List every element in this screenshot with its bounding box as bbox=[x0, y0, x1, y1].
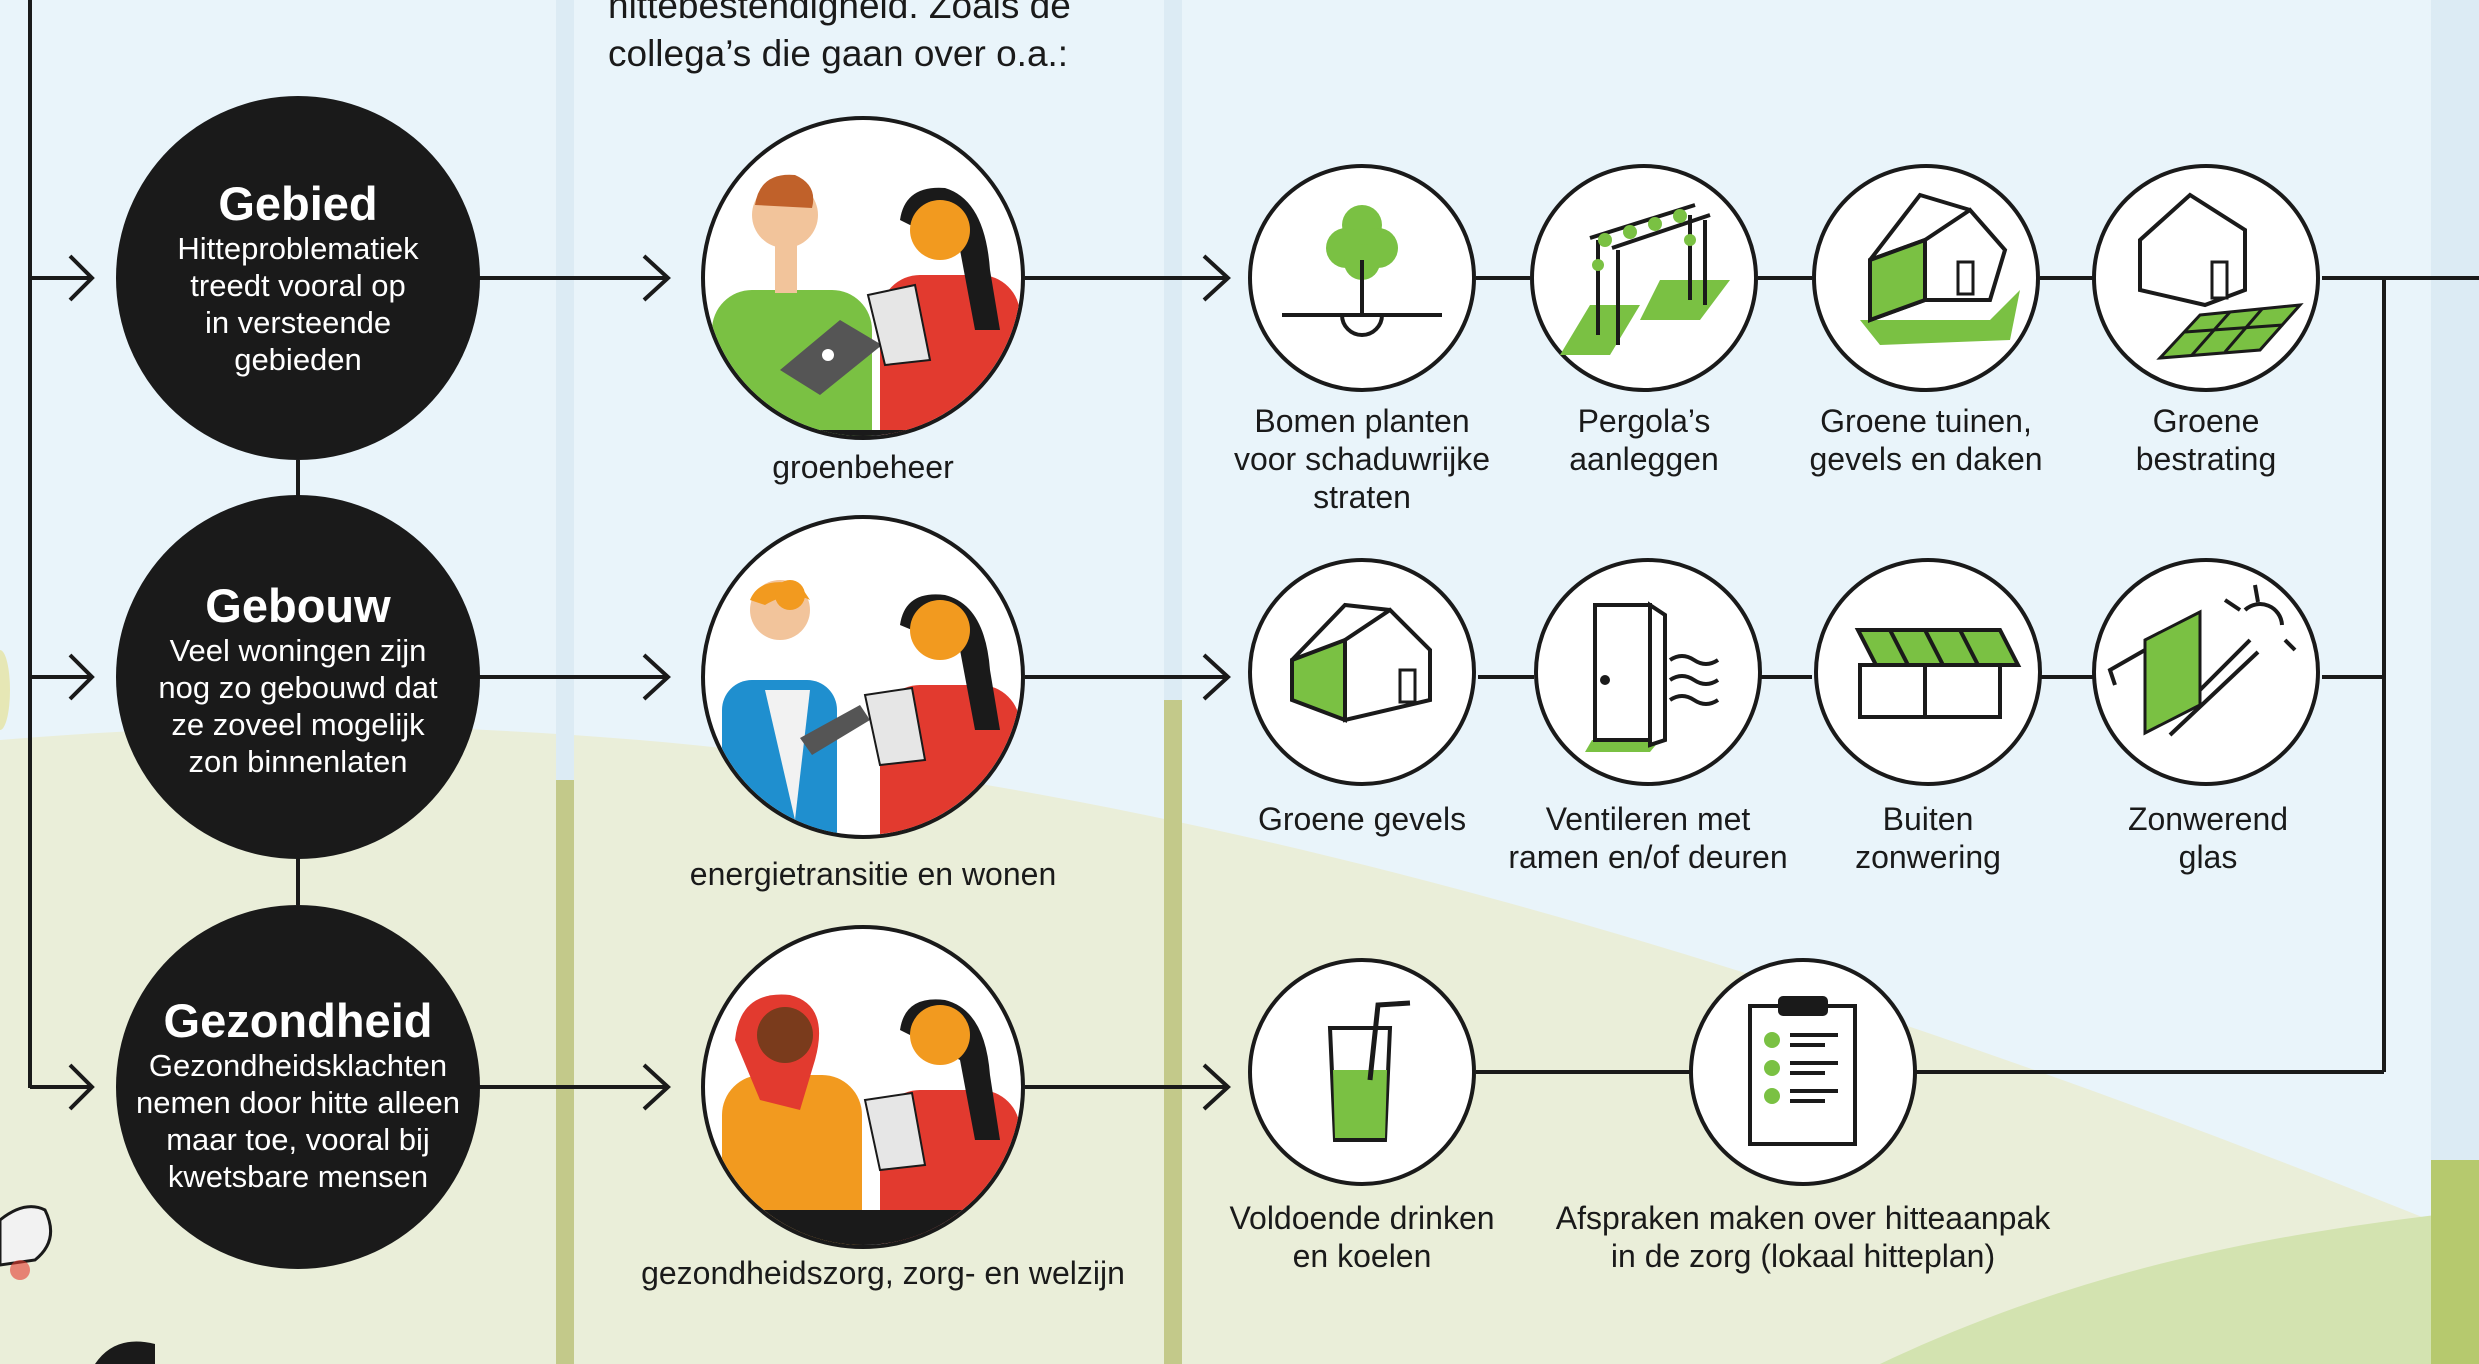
problem-gezondheid: Gezondheid Gezondheidsklachten nemen doo… bbox=[118, 995, 478, 1195]
problem-line: gebieden bbox=[234, 342, 362, 377]
measure-line: Ventileren met bbox=[1545, 801, 1751, 837]
problem-circle-gebouw bbox=[116, 495, 480, 859]
measure-line: voor schaduwrijke bbox=[1233, 441, 1491, 477]
colleague-groenbeheer-illustration bbox=[701, 116, 1025, 440]
colleague-label-energietransitie: energietransitie en wonen bbox=[689, 856, 1057, 892]
measure-line: en koelen bbox=[1292, 1238, 1432, 1274]
grass-area bbox=[1880, 1210, 2479, 1364]
measure-line: Groene gevels bbox=[1257, 801, 1467, 837]
awning-icon bbox=[1814, 558, 2042, 786]
problem-line: nog zo gebouwd dat bbox=[158, 670, 438, 705]
measure-line: Groene bbox=[2152, 403, 2260, 439]
green-house-icon bbox=[1812, 164, 2040, 392]
problem-circle-gezondheid bbox=[116, 905, 480, 1269]
problem-line: in versteende bbox=[204, 305, 392, 340]
measure-label: Buiten zonwering bbox=[1788, 800, 2068, 876]
measure-line: bestrating bbox=[2135, 441, 2277, 477]
measure-label: Ventileren met ramen en/of deuren bbox=[1478, 800, 1818, 876]
measure-label: Afspraken maken over hitteaanpak in de z… bbox=[1548, 1199, 2058, 1275]
problem-line: Gezondheidsklachten bbox=[148, 1048, 448, 1083]
problem-line: Hitteproblematiek bbox=[177, 231, 419, 266]
problem-gebouw: Gebouw Veel woningen zijn nog zo gebouwd… bbox=[118, 580, 478, 780]
problem-line: treedt vooral op bbox=[190, 268, 406, 303]
measure-line: straten bbox=[1313, 479, 1411, 515]
problem-title: Gezondheid bbox=[163, 994, 433, 1047]
measure-label: Bomen planten voor schaduwrijke straten bbox=[1222, 402, 1502, 516]
open-door-icon bbox=[1534, 558, 1762, 786]
problem-circle-gebied bbox=[116, 96, 480, 460]
measure-label: Pergola’s aanleggen bbox=[1504, 402, 1784, 478]
green-paving-icon bbox=[2092, 164, 2320, 392]
problem-line: zon binnenlaten bbox=[188, 744, 408, 779]
problem-line: nemen door hitte alleen bbox=[135, 1085, 460, 1120]
person-fragment bbox=[0, 1205, 53, 1267]
measure-line: Voldoende drinken bbox=[1229, 1200, 1495, 1236]
colleague-gezondheidszorg-illustration bbox=[701, 925, 1025, 1249]
problem-line: maar toe, vooral bij bbox=[166, 1122, 430, 1157]
clipboard-checklist-icon bbox=[1689, 958, 1917, 1186]
measure-line: gevels en daken bbox=[1809, 441, 2043, 477]
tree-icon bbox=[1248, 164, 1476, 392]
measure-line: Pergola’s bbox=[1577, 403, 1711, 439]
measure-line: Groene tuinen, bbox=[1820, 403, 2032, 439]
measure-line: Bomen planten bbox=[1254, 403, 1470, 439]
intro-line: collega’s die gaan over o.a.: bbox=[608, 33, 1069, 74]
measure-label: Groene gevels bbox=[1222, 800, 1502, 838]
intro-line: hittebestendigheid. Zoals de bbox=[608, 0, 1071, 26]
measure-label: Voldoende drinken en koelen bbox=[1207, 1199, 1517, 1275]
problem-line: Veel woningen zijn bbox=[169, 633, 427, 668]
colleague-label-groenbeheer: groenbeheer bbox=[772, 449, 954, 485]
measure-line: Afspraken maken over hitteaanpak bbox=[1555, 1200, 2051, 1236]
measure-label: Groene bestrating bbox=[2066, 402, 2346, 478]
intro-text: hittebestendigheid. Zoals de collega’s d… bbox=[608, 0, 1128, 78]
measure-line: Zonwerend bbox=[2127, 801, 2289, 837]
measure-label: Zonwerend glas bbox=[2068, 800, 2348, 876]
sun-glass-icon bbox=[2092, 558, 2320, 786]
measure-line: zonwering bbox=[1855, 839, 2001, 875]
green-facade-icon bbox=[1248, 558, 1476, 786]
ground-area bbox=[0, 726, 2479, 1364]
drink-icon bbox=[1248, 958, 1476, 1186]
problem-title: Gebouw bbox=[205, 579, 391, 632]
measure-line: ramen en/of deuren bbox=[1508, 839, 1788, 875]
measure-line: Buiten bbox=[1882, 801, 1974, 837]
measure-line: glas bbox=[2178, 839, 2238, 875]
problem-title: Gebied bbox=[218, 177, 378, 230]
pergola-icon bbox=[1530, 164, 1758, 392]
measure-line: aanleggen bbox=[1569, 441, 1719, 477]
problem-line: ze zoveel mogelijk bbox=[171, 707, 425, 742]
problem-line: kwetsbare mensen bbox=[167, 1159, 429, 1194]
colleague-label-gezondheidszorg: gezondheidszorg, zorg- en welzijn bbox=[641, 1255, 1125, 1291]
problem-gebied: Gebied Hitteproblematiek treedt vooral o… bbox=[118, 178, 478, 378]
measure-label: Groene tuinen, gevels en daken bbox=[1771, 402, 2081, 478]
measure-line: in de zorg (lokaal hitteplan) bbox=[1610, 1238, 1996, 1274]
